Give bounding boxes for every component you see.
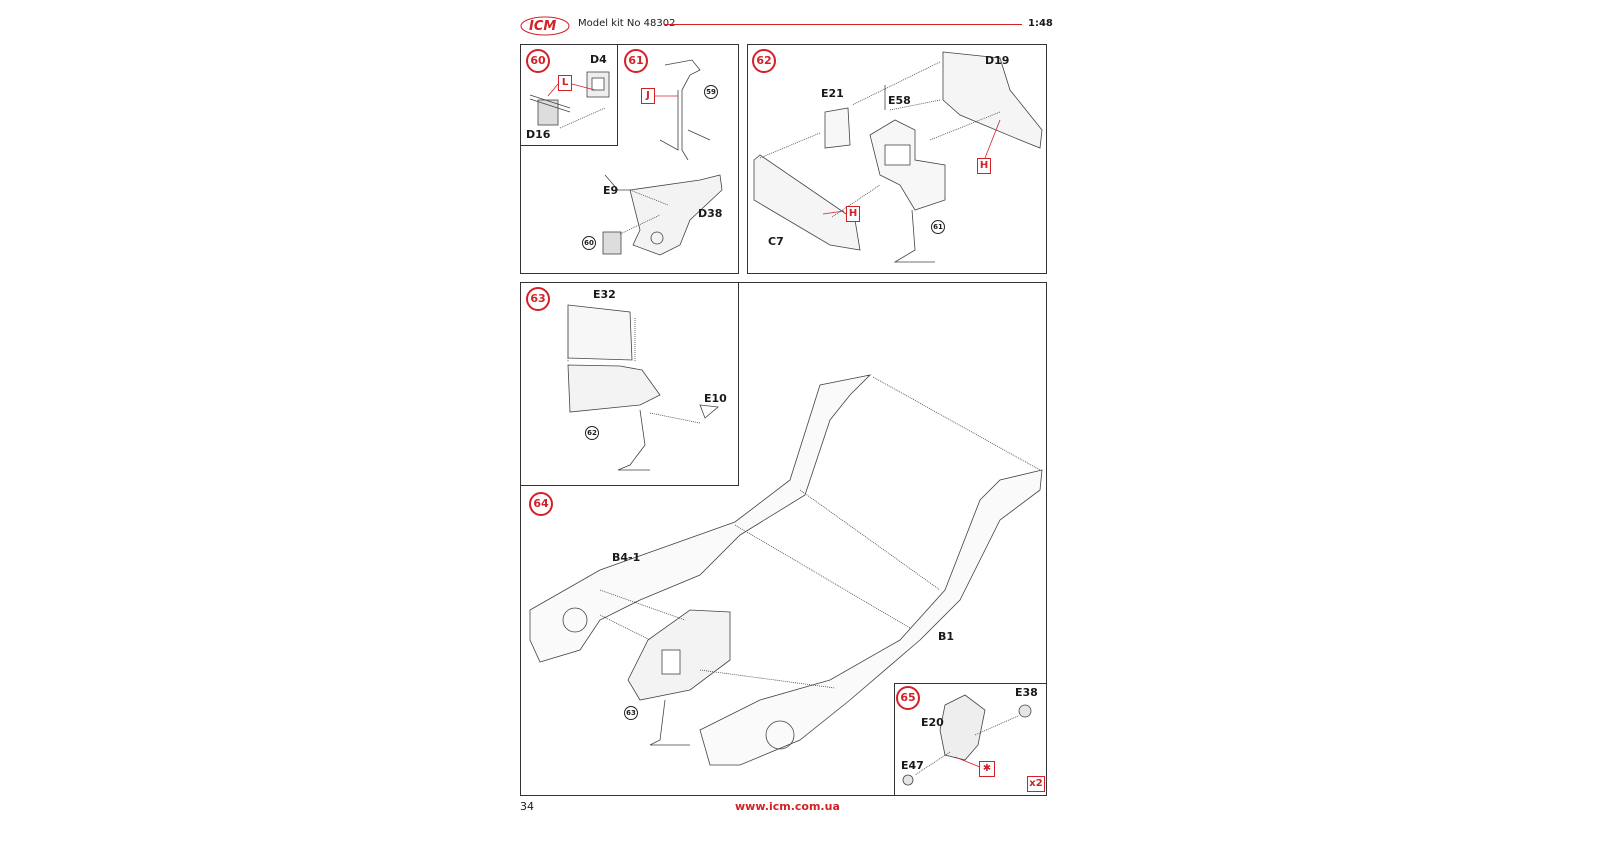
kit-title: Model kit No 48302 bbox=[578, 18, 676, 29]
part-label: E47 bbox=[901, 759, 924, 772]
color-code: H bbox=[977, 158, 991, 174]
step-ref: 61 bbox=[931, 220, 945, 234]
part-label: E58 bbox=[888, 94, 911, 107]
website-link[interactable]: www.icm.com.ua bbox=[735, 800, 840, 813]
part-label: C7 bbox=[768, 235, 784, 248]
color-code: H bbox=[846, 206, 860, 222]
panel-step-64 bbox=[520, 282, 1047, 796]
part-label: E10 bbox=[704, 392, 727, 405]
part-label: D4 bbox=[590, 53, 607, 66]
part-label: E20 bbox=[921, 716, 944, 729]
step-ref: 63 bbox=[624, 706, 638, 720]
part-label: D19 bbox=[985, 54, 1010, 67]
part-label: B1 bbox=[938, 630, 955, 643]
part-label: D38 bbox=[698, 207, 723, 220]
panel-step-62 bbox=[747, 44, 1047, 274]
part-label: B4-1 bbox=[612, 551, 641, 564]
part-label: D16 bbox=[526, 128, 551, 141]
step-60-badge: 60 bbox=[526, 49, 550, 73]
part-label: E21 bbox=[821, 87, 844, 100]
header-rule bbox=[664, 24, 1022, 25]
scale-label: 1:48 bbox=[1028, 18, 1053, 29]
step-65-badge: 65 bbox=[896, 686, 920, 710]
svg-text:ICM: ICM bbox=[529, 19, 556, 34]
quantity-multiplier: x2 bbox=[1027, 776, 1045, 792]
paint-mask-icon: ✱ bbox=[979, 761, 995, 777]
color-code: J bbox=[641, 88, 655, 104]
step-63-badge: 63 bbox=[526, 287, 550, 311]
panel-step-63 bbox=[520, 282, 739, 486]
step-64-badge: 64 bbox=[529, 492, 553, 516]
page-number: 34 bbox=[520, 800, 534, 813]
panel-step-61 bbox=[520, 44, 739, 274]
part-label: E38 bbox=[1015, 686, 1038, 699]
part-label: E9 bbox=[603, 184, 619, 197]
color-code: L bbox=[558, 75, 572, 91]
step-ref: 60 bbox=[582, 236, 596, 250]
step-ref: 62 bbox=[585, 426, 599, 440]
part-label: E32 bbox=[593, 288, 616, 301]
step-61-badge: 61 bbox=[624, 49, 648, 73]
step-62-badge: 62 bbox=[752, 49, 776, 73]
icm-logo: ICM bbox=[519, 14, 571, 38]
step-ref: 59 bbox=[704, 85, 718, 99]
